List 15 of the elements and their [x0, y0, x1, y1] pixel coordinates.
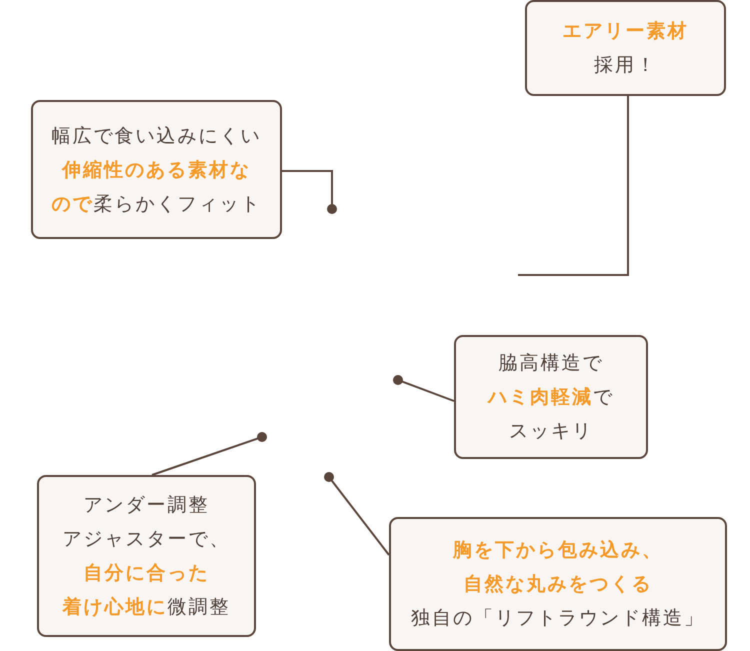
callout-box	[525, 0, 726, 96]
leader-line	[518, 96, 629, 276]
callout-text: アンダー調整アジャスターで、自分に合った着け心地に微調整	[62, 493, 230, 620]
leader-line	[393, 375, 454, 402]
leader-line	[282, 170, 337, 214]
callout-box	[389, 517, 727, 651]
callout-text: エアリー素材採用！	[562, 19, 688, 78]
leader-line	[152, 432, 267, 476]
leader-line	[324, 472, 390, 556]
callout-text: 脇高構造でハミ肉軽減でスッキリ	[488, 351, 614, 444]
callout-box	[37, 475, 256, 637]
callout-text: 胸を下から包み込み、自然な丸みをつくる独自の「リフトラウンド構造」	[411, 538, 705, 631]
callout-box	[31, 100, 282, 239]
callout-box	[454, 335, 648, 459]
callout-text: 幅広で食い込みにくい伸縮性のある素材なので柔らかくフィット	[52, 124, 262, 216]
